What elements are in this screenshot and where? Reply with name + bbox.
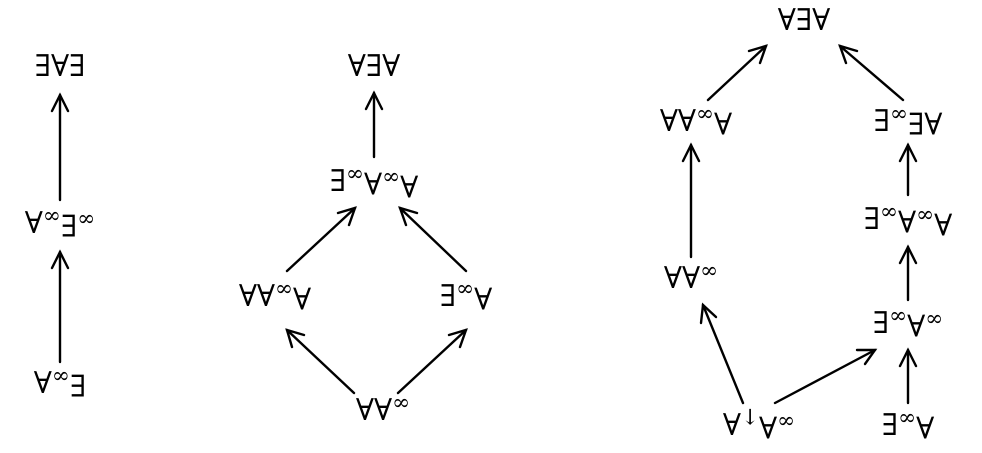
diagram-right: ∀∃∀ ∀∀∞∀ ∃∞∃∀ ∃∞∀∞∀ ∀∀∞ ∃∞∀∞ ∀↓∀∞ ∃∞∀	[660, 3, 952, 446]
edge-right-r1-top	[838, 44, 905, 102]
edge-middle-bot-left-arrowhead	[285, 328, 306, 349]
edge-middle-left-mid-arrowhead	[336, 206, 357, 227]
edge-middle-bot-left	[285, 328, 356, 395]
edge-right-br-r3-arrowhead	[898, 347, 918, 368]
edge-middle-mid-top-arrowhead	[364, 90, 384, 111]
node-left-mid: ∀∞∃∞	[25, 203, 95, 244]
node-right-r2: ∃∞∀∞∀	[864, 199, 953, 243]
edge-middle-bot-right	[396, 328, 468, 395]
node-right-l1: ∀∀∞∀	[660, 101, 732, 142]
node-right-br: ∃∞∀	[882, 405, 934, 446]
edge-left-mid-top-arrowhead	[50, 92, 70, 113]
diagram-left: ∃∀∃ ∀∞∃∞ ∀∞∃	[25, 49, 95, 404]
edge-right-bl-l2	[701, 303, 745, 405]
edge-right-l2-l1-arrowhead	[681, 142, 701, 163]
node-right-r3: ∃∞∀∞	[873, 303, 943, 344]
node-right-r1: ∃∞∃∀	[874, 101, 943, 142]
edge-right-l1-top	[706, 44, 768, 102]
node-middle-right: ∃∞∀	[440, 276, 492, 317]
edge-right-r1-top-arrowhead	[838, 44, 859, 65]
node-right-bl: ∀↓∀∞	[723, 405, 795, 446]
edge-middle-bot-right-arrowhead	[447, 328, 468, 349]
node-right-top: ∀∃∀	[778, 3, 831, 38]
edge-left-bot-mid-arrowhead	[50, 249, 70, 270]
node-middle-left: ∀∀∞∀	[239, 276, 311, 317]
edge-right-bl-l2-arrowhead	[699, 302, 718, 325]
edge-middle-left-mid	[285, 206, 357, 273]
edge-right-bl-r3	[773, 348, 877, 405]
node-left-bot: ∀∞∃	[34, 363, 86, 404]
edge-middle-right-mid	[398, 206, 468, 273]
node-middle-mid: ∃∞∀∞∀	[330, 161, 419, 205]
node-right-l2: ∀∀∞	[664, 258, 718, 296]
edge-right-r3-r2-arrowhead	[898, 244, 918, 265]
edge-middle-right-mid-arrowhead	[398, 206, 419, 227]
edge-right-bl-r3-arrowhead	[855, 348, 878, 366]
edge-right-l1-top-arrowhead	[747, 44, 768, 65]
node-middle-bot: ∀∀∞	[356, 390, 410, 428]
diagram-middle: ∀∃∀ ∃∞∀∞∀ ∀∀∞∀ ∃∞∀ ∀∀∞	[239, 49, 492, 428]
edge-right-r2-r1-arrowhead	[898, 142, 918, 163]
node-left-top: ∃∀∃	[35, 49, 86, 84]
node-middle-top: ∀∃∀	[348, 49, 401, 84]
